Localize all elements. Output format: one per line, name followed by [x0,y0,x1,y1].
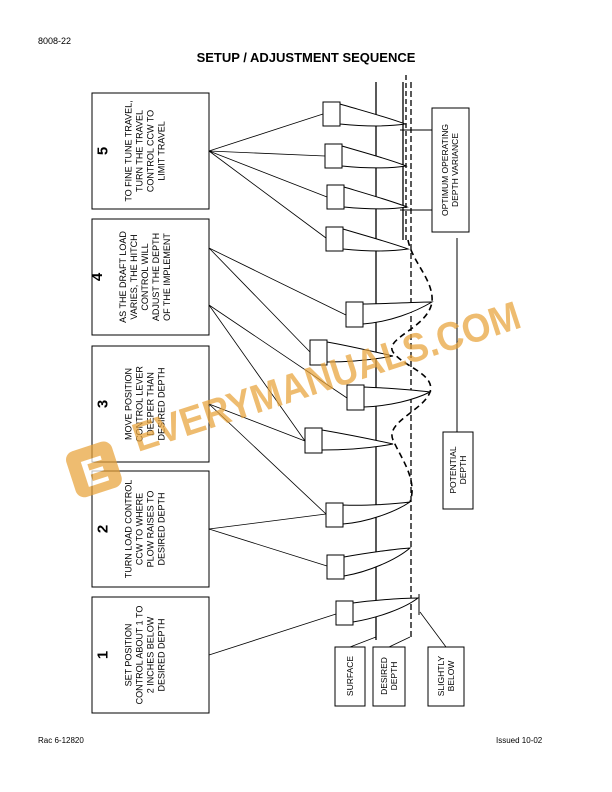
label-line: OPTIMUM OPERATING [440,124,450,216]
step-box-4 [91,218,210,336]
step-3-line: MOVE POSITION [124,368,134,440]
watermark-logo [66,441,122,498]
step-5-line: LIMIT TRAVEL [157,121,167,181]
label-line: SLIGHTLY [436,655,446,696]
step-number-5: 5 [95,147,112,155]
plow-step5-b [324,143,408,169]
footer-issued: Issued 10-02 [496,736,543,745]
label-line: SURFACE [345,656,355,696]
page-title: SETUP / ADJUSTMENT SEQUENCE [196,50,416,65]
leader-lines [208,113,349,656]
step-1-line: 2 INCHES BELOW [146,616,156,693]
optimum-variance-label-box [431,107,470,233]
footer-reference: Rac 6-12820 [38,736,84,745]
step-3-line: DEEPER THAN [146,372,156,436]
plows [304,101,434,626]
step-number-2: 2 [95,525,112,533]
plow-step4-a [345,301,434,328]
plow-step5-a [322,101,407,127]
step-1-line: DESIRED DEPTH [157,618,167,691]
plow-step2-a [325,501,411,528]
plow-step1 [335,597,420,626]
step-5-line: TURN THE TRAVEL [135,110,145,192]
label-line: DESIRED [379,657,389,695]
step-4-line: CONTROL WILL [140,243,150,310]
step-2-line: PLOW RAISES TO [146,491,156,568]
step-1-line: CONTROL ABOUT 1 TO [135,606,145,705]
plow-step4-c [346,384,432,411]
plow-step4-b [309,339,394,366]
step-number-1: 1 [95,651,112,659]
plow-step2-b [326,547,412,580]
label-line: BELOW [446,661,456,692]
document-id: 8008-22 [38,36,72,46]
label-connectors [349,611,447,648]
step-5-line: TO FINE TUNE TRAVEL, [124,100,134,201]
variance-bracket [400,129,432,211]
step-5-line: CONTROL CCW TO [146,110,156,192]
plow-step3 [304,427,394,454]
step-2-line: TURN LOAD CONTROL [124,480,134,579]
step-number-4: 4 [89,272,106,281]
label-line: POTENTIAL [448,446,458,494]
step-4-line: AS THE DRAFT LOAD [118,231,128,323]
step-1-line: SET POSITION [124,624,134,687]
step-3-line: CONTROL LEVER [135,366,145,442]
label-line: DEPTH VARIANCE [450,133,460,207]
step-2-line: DESIRED DEPTH [157,492,167,565]
step-4-line: VARIES, THE HITCH [129,234,139,319]
step-4-line: OF THE IMPLEMENT [162,233,172,321]
step-2-line: CCW TO WHERE [135,493,145,565]
potential-depth-label-box [442,431,474,510]
step-3-line: DESIRED DEPTH [157,367,167,440]
step-4-line: ADJUST THE DEPTH [151,233,161,321]
surface-label: SURFACE [345,656,355,696]
depth-variation-curve [391,239,433,503]
plow-step5-c [326,184,409,210]
step-number-3: 3 [95,400,112,408]
label-line: DEPTH [389,662,399,691]
label-line: DEPTH [458,456,468,485]
plow-step5-d [325,226,410,252]
